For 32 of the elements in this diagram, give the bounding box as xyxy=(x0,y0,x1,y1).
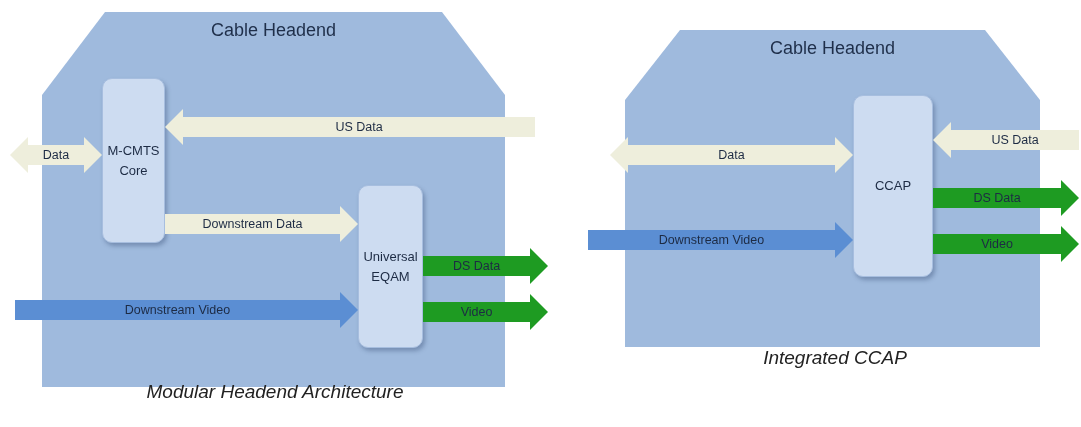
edge-label: Video xyxy=(460,305,493,319)
edge-label: Downstream Video xyxy=(658,233,765,247)
panel-title: Cable Headend xyxy=(210,20,337,41)
block-arrow xyxy=(423,248,548,284)
block-arrow xyxy=(423,294,548,330)
block-arrow xyxy=(933,180,1079,216)
block-arrow xyxy=(933,226,1079,262)
edge-label: Downstream Video xyxy=(124,303,231,317)
edge-label: US Data xyxy=(335,120,383,134)
edge-label: DS Data xyxy=(973,191,1021,205)
block-arrow xyxy=(610,137,853,173)
equipment-box xyxy=(102,78,165,243)
block-arrow xyxy=(10,137,102,173)
edge-label: Data xyxy=(718,148,745,162)
box-label: CCAP xyxy=(874,177,912,196)
edge-label: Video xyxy=(981,237,1013,251)
block-arrow xyxy=(15,292,358,328)
panel-title: Cable Headend xyxy=(769,38,896,59)
edge-label: US Data xyxy=(991,133,1039,147)
edge-label: Data xyxy=(42,148,70,162)
box-label: Universal EQAM xyxy=(362,248,419,286)
panel-caption: Modular Headend Architecture xyxy=(146,381,404,403)
box-label: M-CMTS Core xyxy=(106,142,161,180)
block-arrow xyxy=(165,206,358,242)
block-arrow xyxy=(933,122,1079,158)
equipment-box xyxy=(853,95,933,277)
block-arrow xyxy=(165,109,535,145)
edge-label: DS Data xyxy=(452,259,501,273)
edge-label: Downstream Data xyxy=(202,217,303,231)
equipment-box xyxy=(358,185,423,348)
panel-caption: Integrated CCAP xyxy=(763,347,907,369)
block-arrow xyxy=(588,222,853,258)
